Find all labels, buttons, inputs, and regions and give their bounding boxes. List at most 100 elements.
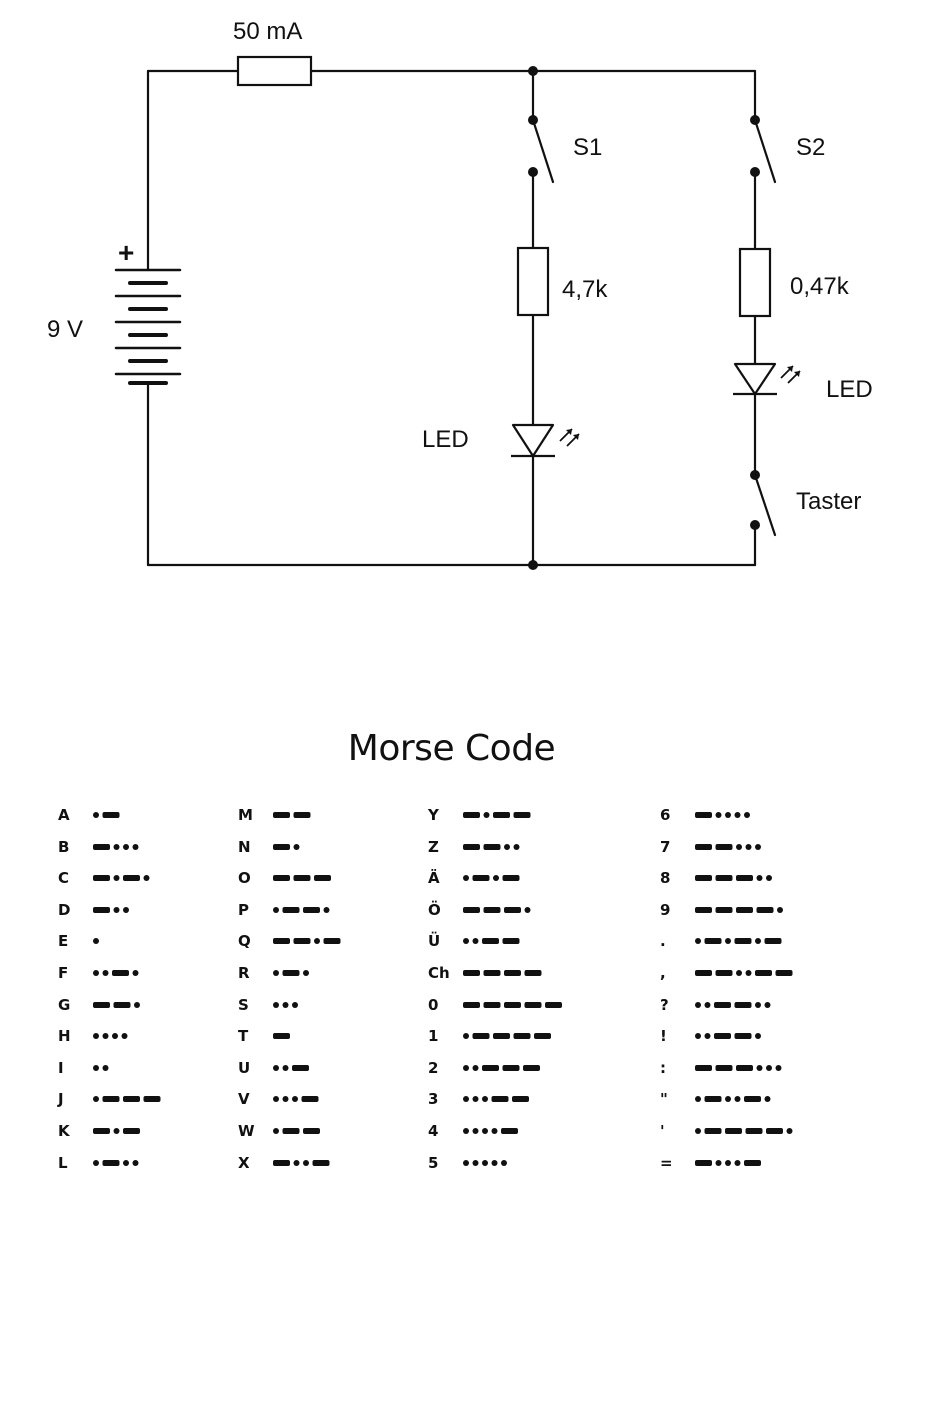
morse-dash [292, 1065, 309, 1071]
morse-dash [324, 938, 341, 944]
morse-dash [534, 1033, 551, 1039]
morse-dot [695, 1033, 701, 1039]
morse-dash [273, 1160, 290, 1166]
morse-character: Y [428, 805, 456, 825]
morse-character: Q [238, 931, 266, 951]
morse-dash [501, 1128, 518, 1134]
morse-dash [776, 970, 793, 976]
morse-dash [757, 907, 774, 913]
morse-dash [484, 1002, 501, 1008]
morse-code-symbols [695, 873, 778, 883]
morse-character: L [58, 1153, 86, 1173]
morse-dot [283, 1002, 289, 1008]
morse-dot [695, 938, 701, 944]
morse-dot [746, 844, 752, 850]
morse-dash [303, 1128, 320, 1134]
morse-character: O [238, 868, 266, 888]
morse-character: Ä [428, 868, 456, 888]
morse-character: N [238, 837, 266, 857]
morse-dot [765, 1096, 771, 1102]
morse-dot [776, 1065, 782, 1071]
morse-dash [716, 875, 733, 881]
morse-character: X [238, 1153, 266, 1173]
morse-dash [93, 1128, 110, 1134]
morse-character: . [660, 931, 688, 951]
morse-dash [736, 907, 753, 913]
morse-dash [303, 907, 320, 913]
morse-dash [283, 970, 300, 976]
morse-dot [725, 1160, 731, 1166]
morse-dot [134, 1002, 140, 1008]
morse-dash [294, 938, 311, 944]
morse-dash [294, 875, 311, 881]
morse-code-symbols [463, 905, 536, 915]
morse-dot [123, 1160, 129, 1166]
morse-character: ' [660, 1121, 688, 1141]
morse-code-symbols [463, 1158, 513, 1168]
morse-dash [765, 938, 782, 944]
morse-code-symbols [463, 1094, 535, 1104]
morse-dash [473, 875, 490, 881]
morse-dot [482, 1096, 488, 1102]
morse-code-symbols [695, 1126, 798, 1136]
morse-code-symbols [273, 1094, 324, 1104]
morse-code-symbols [463, 1031, 557, 1041]
morse-dot [766, 875, 772, 881]
morse-dot [463, 1096, 469, 1102]
morse-code-symbols [93, 842, 144, 852]
morse-dot [114, 875, 120, 881]
morse-dot [705, 1002, 711, 1008]
morse-dot [103, 1065, 109, 1071]
morse-dot [735, 812, 741, 818]
morse-dash [463, 970, 480, 976]
morse-dot [463, 1160, 469, 1166]
morse-dash [525, 1002, 542, 1008]
morse-dot [514, 844, 520, 850]
morse-dot [114, 1128, 120, 1134]
morse-dash [755, 970, 772, 976]
morse-dash [714, 1033, 731, 1039]
morse-code-symbols [695, 1000, 776, 1010]
morse-dash [735, 1002, 752, 1008]
morse-dot [133, 970, 139, 976]
morse-dot [492, 1128, 498, 1134]
morse-code-symbols [93, 936, 105, 946]
morse-dash [705, 938, 722, 944]
morse-dash [695, 844, 712, 850]
morse-character: H [58, 1026, 86, 1046]
morse-dot [777, 907, 783, 913]
morse-character: V [238, 1089, 266, 1109]
morse-code-symbols [273, 1158, 335, 1168]
morse-dash [766, 1128, 783, 1134]
morse-code-symbols [695, 1031, 767, 1041]
morse-dot [283, 1096, 289, 1102]
morse-character: 6 [660, 805, 688, 825]
morse-dot [133, 1160, 139, 1166]
morse-dot [473, 1128, 479, 1134]
morse-dot [473, 1096, 479, 1102]
morse-character: 5 [428, 1153, 456, 1173]
morse-dash [473, 1033, 490, 1039]
morse-dot [744, 812, 750, 818]
morse-dash [144, 1096, 161, 1102]
morse-dash [695, 970, 712, 976]
morse-dot [755, 1002, 761, 1008]
morse-dash [735, 938, 752, 944]
morse-dot [133, 844, 139, 850]
morse-dot [273, 1065, 279, 1071]
morse-dot [716, 812, 722, 818]
morse-character: C [58, 868, 86, 888]
morse-dot [273, 1002, 279, 1008]
morse-dot [765, 1002, 771, 1008]
morse-dot [716, 1160, 722, 1166]
morse-dot [736, 970, 742, 976]
morse-dash [705, 1096, 722, 1102]
morse-dash [514, 812, 531, 818]
morse-dot [303, 970, 309, 976]
morse-character: Ch [428, 963, 456, 983]
morse-code-symbols [695, 968, 798, 978]
morse-dot [755, 938, 761, 944]
morse-code-symbols [93, 1094, 166, 1104]
morse-dash [93, 907, 110, 913]
morse-dot [463, 938, 469, 944]
